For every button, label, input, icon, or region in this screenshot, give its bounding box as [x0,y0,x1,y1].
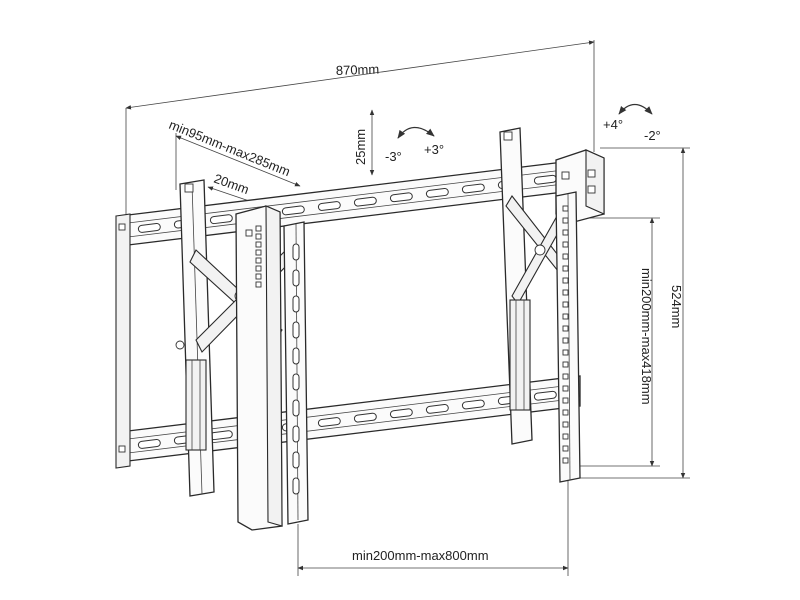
bracket-slot [292,347,300,365]
rail-slot [389,192,413,203]
dimension-horizontal-adjust: min200mm-max800mm [297,478,569,576]
bracket-hole [562,325,569,332]
bracket-hole [255,273,262,280]
bracket-hole [255,265,262,272]
bracket-slot [292,373,300,391]
bracket-slot [292,243,300,261]
bracket-hole [255,225,262,232]
rail-slot [317,201,341,211]
bracket-hole [245,229,253,237]
bracket-slot [292,477,300,495]
tilt-indicator-right: +4° -2° [603,103,661,143]
bracket-hole [562,313,569,320]
bracket-hole [562,241,569,248]
bracket-hole [562,289,569,296]
label-vertical-shift: 25mm [353,129,368,165]
left-display-bracket [235,205,283,531]
bracket-hole [562,253,569,260]
right-display-bracket [555,191,581,483]
label-vertical-adjust: min200mm-max418mm [639,268,654,405]
rail-slot [533,390,557,401]
rail-slot [461,399,485,410]
bracket-hole [562,373,569,380]
label-tilt-left-pos: +3° [424,142,444,157]
bracket-slot [292,269,300,287]
bracket-hole [255,257,262,264]
dimension-vertical-adjust: min200mm-max418mm [578,217,660,467]
bracket-hole [562,229,569,236]
label-side-offset: min95mm-max285mm [167,117,293,179]
label-tilt-right-neg: -2° [644,128,661,143]
dimension-depth: 20mm [207,171,259,205]
bracket-hole [562,349,569,356]
bracket-hole [562,457,569,464]
bracket-hole [562,337,569,344]
bracket-hole [562,433,569,440]
bracket-hole [562,385,569,392]
bracket-slot [292,321,300,339]
rail-slot [209,214,233,225]
right-pop-out-arm [499,127,573,445]
rail-slot [461,183,485,194]
label-overall-height: 524mm [669,285,684,328]
rail-slot [137,439,161,449]
bracket-slot [292,451,300,469]
bracket-hole [255,281,262,288]
label-tilt-right-pos: +4° [603,117,623,132]
rail-slot [425,403,449,414]
label-horizontal-adjust: min200mm-max800mm [352,548,489,563]
bracket-hole [562,217,569,224]
bracket-hole [562,397,569,404]
rail-slot [353,196,377,207]
bracket-hole [562,205,569,212]
bracket-hole [562,301,569,308]
label-overall-width: 870mm [336,61,380,78]
label-depth: 20mm [212,171,251,197]
dimension-overall-height: 524mm [570,147,690,479]
bracket-hole [255,241,262,248]
bracket-hole [562,409,569,416]
bracket-hole [255,249,262,256]
dimension-overall-width: 870mm [125,40,595,222]
rail-slot [425,187,449,198]
center-display-bracket [283,221,309,525]
bracket-hole [562,445,569,452]
bracket-slot [292,425,300,443]
bracket-hole [562,265,569,272]
bracket-hole [255,233,262,240]
bracket-hole [562,277,569,284]
bracket-hole [562,421,569,428]
bracket-slot [292,295,300,313]
bracket-hole [562,361,569,368]
rail-slot [389,408,413,419]
bracket-slot [292,399,300,417]
tilt-indicator-left: -3° +3° [385,126,444,164]
rail-slot [353,412,377,423]
label-tilt-left-neg: -3° [385,149,402,164]
dimension-vertical-shift: 25mm [353,109,375,176]
left-rail-end-cap [115,213,131,469]
rail-slot [281,205,305,216]
rail-slot [317,417,341,427]
rail-slot [137,223,161,233]
